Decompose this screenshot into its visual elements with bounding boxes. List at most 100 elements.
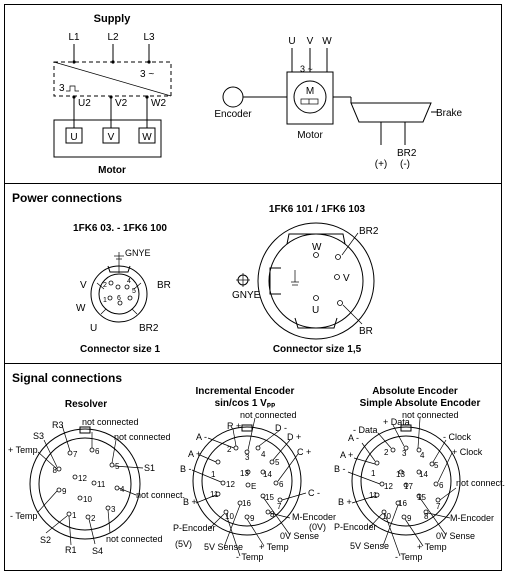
inc-mtemp: - Temp bbox=[236, 552, 263, 562]
abs-nc2: not connect. bbox=[456, 478, 505, 488]
res-s4: S4 bbox=[92, 546, 103, 556]
abs-subtitle: Simple Absolute Encoder bbox=[360, 398, 481, 409]
panel-signal bbox=[4, 363, 502, 571]
abs-pdata: + Data bbox=[383, 417, 410, 427]
abs-pin-11: 11 bbox=[369, 491, 378, 500]
abs-bp: B + bbox=[338, 497, 352, 507]
inc-fivesense: 5V Sense bbox=[204, 542, 243, 552]
conn1-v: V bbox=[80, 280, 87, 291]
supply-l1: L1 bbox=[68, 32, 80, 43]
abs-pclock: + Clock bbox=[452, 447, 483, 457]
inc-dp: D + bbox=[287, 432, 301, 442]
conn1-pin6: 6 bbox=[117, 295, 121, 302]
abs-pin-7: 7 bbox=[436, 502, 441, 511]
terminal-w: W bbox=[142, 132, 152, 143]
inc-mencoder: M-Encoder bbox=[292, 512, 336, 522]
inc-cm: C - bbox=[308, 488, 320, 498]
motor-m: M bbox=[306, 86, 314, 97]
res-pin-11: 11 bbox=[97, 480, 106, 489]
supply-diagram: Supply L1 L2 L3 3 ~ 3 U2 V2 W2 U V W Mot… bbox=[53, 13, 172, 176]
abs-mdata: - Data bbox=[353, 425, 378, 435]
supply-l2: L2 bbox=[107, 32, 119, 43]
inc-am: A - bbox=[196, 432, 207, 442]
supply-v2: V2 bbox=[115, 98, 128, 109]
inc-pin-4: 4 bbox=[261, 450, 266, 459]
inc-nc: not connected bbox=[240, 410, 297, 420]
inc-ap: A + bbox=[188, 449, 201, 459]
res-pin-1: 1 bbox=[72, 511, 77, 520]
abs-ap: A + bbox=[340, 450, 353, 460]
abs-mtemp: - Temp bbox=[395, 552, 422, 562]
inc-pin-16: 16 bbox=[242, 499, 251, 508]
br2-sign: (-) bbox=[400, 159, 410, 170]
res-ptemp: + Temp bbox=[8, 445, 38, 455]
abs-pin-5: 5 bbox=[434, 461, 439, 470]
inc-pin-14: 14 bbox=[263, 470, 272, 479]
absolute-encoder-connector: Absolute Encoder Simple Absolute Encoder… bbox=[334, 386, 505, 562]
conn1-br: BR bbox=[157, 280, 171, 291]
res-r1: R1 bbox=[65, 545, 77, 555]
inc-bp: B + bbox=[183, 497, 197, 507]
abs-pins: 2 3 4 1 5 12 13 14 17 6 11 15 16 10 9 8 … bbox=[369, 445, 444, 523]
inc-pin-15: 15 bbox=[265, 493, 274, 502]
supply-w2: W2 bbox=[151, 98, 166, 109]
abs-pin-9: 9 bbox=[407, 514, 412, 523]
conn2-u: U bbox=[312, 305, 319, 316]
terminal-v: V bbox=[108, 132, 115, 143]
conn2-br: BR bbox=[359, 326, 373, 337]
inc-cp: C + bbox=[297, 447, 311, 457]
abs-pin-3: 3 bbox=[402, 449, 407, 458]
brake-label: Brake bbox=[436, 108, 463, 119]
converter-3-phase: 3 ~ bbox=[140, 69, 154, 80]
inc-pin-9: 9 bbox=[250, 514, 255, 523]
incremental-encoder-connector: Incremental Encoder sin/cos 1 Vₚₚ 2 3 4 … bbox=[173, 386, 336, 562]
inc-pin-10: 10 bbox=[225, 512, 234, 521]
abs-pin-4: 4 bbox=[420, 451, 425, 460]
supply-l3: L3 bbox=[143, 32, 155, 43]
br1-sign: (+) bbox=[375, 159, 388, 170]
inc-zerosense: 0V Sense bbox=[280, 531, 319, 541]
power-title: Power connections bbox=[12, 191, 122, 205]
supply-title: Supply bbox=[94, 13, 132, 25]
res-nc2: not connected bbox=[114, 432, 171, 442]
res-pin-2: 2 bbox=[91, 514, 96, 523]
conn1-u: U bbox=[90, 323, 97, 334]
res-nc3: not connect. bbox=[136, 490, 185, 500]
abs-mclock: - Clock bbox=[443, 432, 472, 442]
abs-pin-10: 10 bbox=[382, 512, 391, 521]
resolver-pins: 7 6 8 5 12 11 4 9 10 1 2 3 bbox=[53, 447, 125, 523]
motor-body bbox=[286, 71, 334, 125]
inc-ptemp: + Temp bbox=[259, 542, 289, 552]
converter-box bbox=[53, 61, 172, 97]
abs-mencoder: M-Encoder bbox=[450, 513, 494, 523]
abs-am: A - bbox=[348, 433, 359, 443]
conn2-gnye: GNYE bbox=[232, 290, 261, 301]
supply-u2: U2 bbox=[78, 98, 91, 109]
abs-pin-14: 14 bbox=[419, 470, 428, 479]
conn2-br2: BR2 bbox=[359, 226, 379, 237]
inc-bm: B - bbox=[180, 464, 192, 474]
resolver-title: Resolver bbox=[65, 399, 107, 410]
conn1-pin1: 1 bbox=[103, 297, 107, 304]
inc-pin-12: 12 bbox=[226, 480, 235, 489]
panel-power bbox=[4, 183, 502, 364]
inc-title: Incremental Encoder bbox=[196, 386, 295, 397]
inc-pin-1: 1 bbox=[211, 470, 216, 479]
abs-ptemp: + Temp bbox=[417, 542, 447, 552]
inc-pin-2: 2 bbox=[227, 445, 232, 454]
conn2-caption: Connector size 1,5 bbox=[273, 344, 362, 355]
conn1-heading: 1FK6 03. - 1FK6 100 bbox=[73, 223, 167, 234]
connector-size-1: 1FK6 03. - 1FK6 100 GNYE 2 4 1 6 5 V W U… bbox=[73, 223, 171, 355]
inc-rp: R + bbox=[227, 421, 241, 431]
inc-subtitle: sin/cos 1 Vₚₚ bbox=[215, 398, 276, 409]
res-s1: S1 bbox=[144, 463, 155, 473]
conn1-caption: Connector size 1 bbox=[80, 344, 160, 355]
motor-3-phase: 3 ~ bbox=[300, 64, 313, 74]
res-pin-10: 10 bbox=[83, 495, 92, 504]
conn1-pin2: 2 bbox=[103, 282, 107, 289]
inc-pin-e: E bbox=[251, 482, 256, 491]
res-pin-8: 8 bbox=[53, 466, 58, 475]
abs-nc: not connected bbox=[402, 410, 459, 420]
abs-title: Absolute Encoder bbox=[372, 386, 458, 397]
res-pin-6: 6 bbox=[95, 447, 100, 456]
